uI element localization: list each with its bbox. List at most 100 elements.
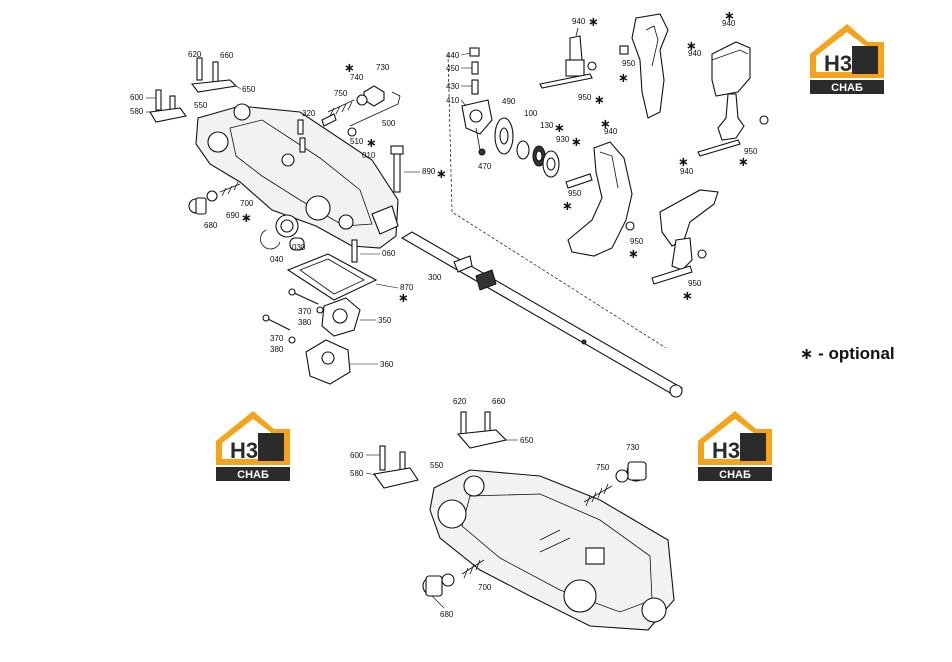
handle-assembly-2	[619, 13, 669, 119]
callout-320: 320	[302, 109, 316, 118]
part-430	[471, 79, 479, 95]
lever-940-b	[631, 13, 669, 119]
part-470	[478, 148, 486, 156]
callout-690: 690	[226, 211, 240, 220]
spring-750	[327, 99, 355, 113]
callout-730: 730	[376, 63, 390, 72]
lower-plate-650	[456, 429, 508, 449]
callout-130: 130	[540, 121, 554, 130]
svg-text:∗: ∗	[436, 167, 447, 182]
callout-580: 580	[130, 107, 144, 116]
callout-740: 740	[350, 73, 364, 82]
callout-950-a: 950	[578, 93, 592, 102]
brand-logo-top-right: H3 СНАБ	[806, 20, 888, 98]
callout-870: 870	[400, 283, 414, 292]
bolt-950-d	[565, 173, 593, 189]
callout-940-c: 940	[722, 19, 736, 28]
bolt-950-c	[697, 139, 741, 157]
callout-380-a: 380	[298, 318, 312, 327]
upper-housing-assembly	[149, 53, 684, 398]
svg-text:∗: ∗	[398, 291, 409, 306]
part-440	[469, 47, 480, 57]
callout-680: 680	[204, 221, 218, 230]
lower-housing-550	[429, 469, 675, 631]
svg-text:∗: ∗	[571, 135, 582, 150]
callout-370-b: 370	[270, 334, 284, 343]
lower-callout-750: 750	[596, 463, 610, 472]
svg-text:∗: ∗	[600, 117, 611, 132]
callout-950-b: 950	[622, 59, 636, 68]
callout-350: 350	[378, 316, 392, 325]
callout-040: 040	[270, 255, 284, 264]
callout-620: 620	[188, 50, 202, 59]
washer-380-b	[288, 336, 296, 344]
screw-370-b	[265, 317, 291, 331]
callout-510: 510	[350, 137, 364, 146]
part-450	[471, 61, 479, 75]
lower-spring-700	[461, 559, 485, 579]
callout-410: 410	[446, 96, 460, 105]
handle-assembly-5	[651, 189, 719, 285]
svg-text:∗: ∗	[618, 71, 629, 86]
callout-430: 430	[446, 82, 460, 91]
callout-940-d: 940	[604, 127, 618, 136]
callout-030: 030	[292, 243, 306, 252]
callout-660: 660	[220, 51, 234, 60]
callout-700: 700	[240, 199, 254, 208]
knob-940-c	[711, 41, 751, 97]
callout-940-e: 940	[680, 167, 694, 176]
callout-010: 010	[362, 151, 376, 160]
handle-assembly-1	[539, 27, 597, 89]
logo-text: СНАБ	[719, 469, 751, 481]
logo-text: СНАБ	[831, 82, 863, 94]
callout-labels: 620 660 650 600 580 550 ∗ 740 730 750 32…	[130, 9, 758, 619]
lower-callout-650: 650	[520, 436, 534, 445]
washer-380-a	[316, 306, 324, 314]
housing-550	[195, 105, 399, 249]
pin-060	[351, 239, 358, 263]
nut-950-b	[619, 45, 629, 55]
callout-930: 930	[556, 135, 570, 144]
plate-650	[190, 79, 238, 93]
pin-660	[212, 61, 219, 85]
logo-text: СНАБ	[237, 469, 269, 481]
plate-580	[149, 107, 187, 123]
callout-100: 100	[524, 109, 538, 118]
svg-text:∗: ∗	[562, 199, 573, 214]
callout-060: 060	[382, 249, 396, 258]
lower-plate-580	[373, 467, 419, 489]
lever-940-d	[567, 141, 633, 257]
shaft-300	[400, 231, 684, 395]
callout-500: 500	[382, 119, 396, 128]
svg-text:∗: ∗	[241, 211, 252, 226]
bolt-950-e	[651, 265, 693, 285]
bolt-950-a	[539, 73, 593, 89]
callout-940-a: 940	[572, 17, 586, 26]
seal-740	[356, 94, 368, 106]
svg-text:∗: ∗	[366, 136, 377, 151]
callout-550: 550	[194, 101, 208, 110]
lower-callout-620: 620	[453, 397, 467, 406]
lower-seal-730	[615, 469, 629, 483]
rod-500	[349, 91, 401, 127]
callout-650: 650	[242, 85, 256, 94]
callout-370-a: 370	[298, 307, 312, 316]
svg-text:∗: ∗	[588, 15, 599, 30]
svg-text:∗: ∗	[738, 155, 749, 170]
lower-housing-assembly	[373, 411, 675, 631]
brand-logo-lower-right: H3 СНАБ	[694, 407, 776, 485]
callout-440: 440	[446, 51, 460, 60]
lower-callout-550: 550	[430, 461, 444, 470]
logo-letters: H3	[824, 51, 852, 76]
callout-750: 750	[334, 89, 348, 98]
svg-text:∗: ∗	[628, 247, 639, 262]
seal-510	[347, 127, 357, 137]
linkage-assembly	[461, 47, 560, 178]
bolt-890	[393, 149, 401, 193]
handle-assembly-3	[697, 41, 769, 157]
svg-text:∗: ∗	[682, 289, 693, 304]
lower-callout-730: 730	[626, 443, 640, 452]
callout-490: 490	[502, 97, 516, 106]
callout-450: 450	[446, 64, 460, 73]
